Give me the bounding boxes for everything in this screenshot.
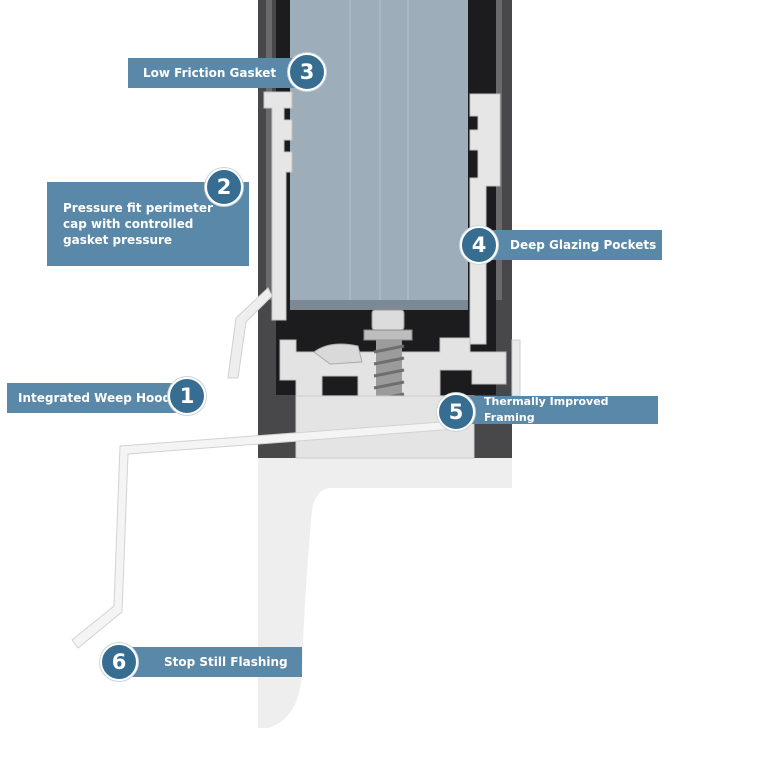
callout-text: Pressure fit perimeter cap with controll… (63, 201, 213, 247)
frame-highlight-left (266, 0, 272, 300)
callout-text: Stop Still Flashing (164, 655, 288, 669)
callout-text: Integrated Weep Hood (18, 391, 172, 405)
callout-text: Thermally Improved Framing (484, 395, 609, 424)
callout-number: 3 (299, 60, 315, 84)
screw-head (371, 309, 405, 331)
callout-badge-2: 2 (205, 168, 243, 206)
callout-number: 5 (448, 400, 464, 424)
glass-ribs (349, 0, 409, 300)
right-trim (511, 339, 521, 397)
sill-flashing (71, 419, 469, 649)
callout-badge-5: 5 (437, 393, 475, 431)
callout-label-deep-glazing-pockets: Deep Glazing Pockets (478, 230, 662, 260)
callout-label-integrated-weep-hood: Integrated Weep Hood (7, 383, 187, 413)
callout-text: Low Friction Gasket (143, 66, 277, 80)
callout-badge-3: 3 (288, 53, 326, 91)
setting-block (313, 343, 363, 365)
callout-number: 6 (111, 650, 127, 674)
callout-badge-4: 4 (460, 226, 498, 264)
callout-label-thermally-improved-framing: Thermally Improved Framing (458, 395, 658, 424)
callout-number: 4 (471, 233, 487, 257)
left-pressure-cap (263, 91, 293, 321)
callout-number: 1 (179, 384, 195, 408)
right-glazing-stop (469, 93, 501, 345)
weep-hood (227, 287, 273, 379)
callout-text: Deep Glazing Pockets (510, 238, 657, 252)
glass-unit (290, 0, 468, 302)
glass-spacer (290, 300, 468, 310)
callout-badge-1: 1 (168, 377, 206, 415)
callout-label-low-friction-gasket: Low Friction Gasket (128, 58, 312, 88)
callout-number: 2 (216, 175, 232, 199)
callout-label-stop-still-flashing: Stop Still Flashing (118, 647, 302, 677)
callout-badge-6: 6 (100, 643, 138, 681)
sill-substrate (258, 458, 512, 728)
screw-washer (363, 329, 413, 341)
